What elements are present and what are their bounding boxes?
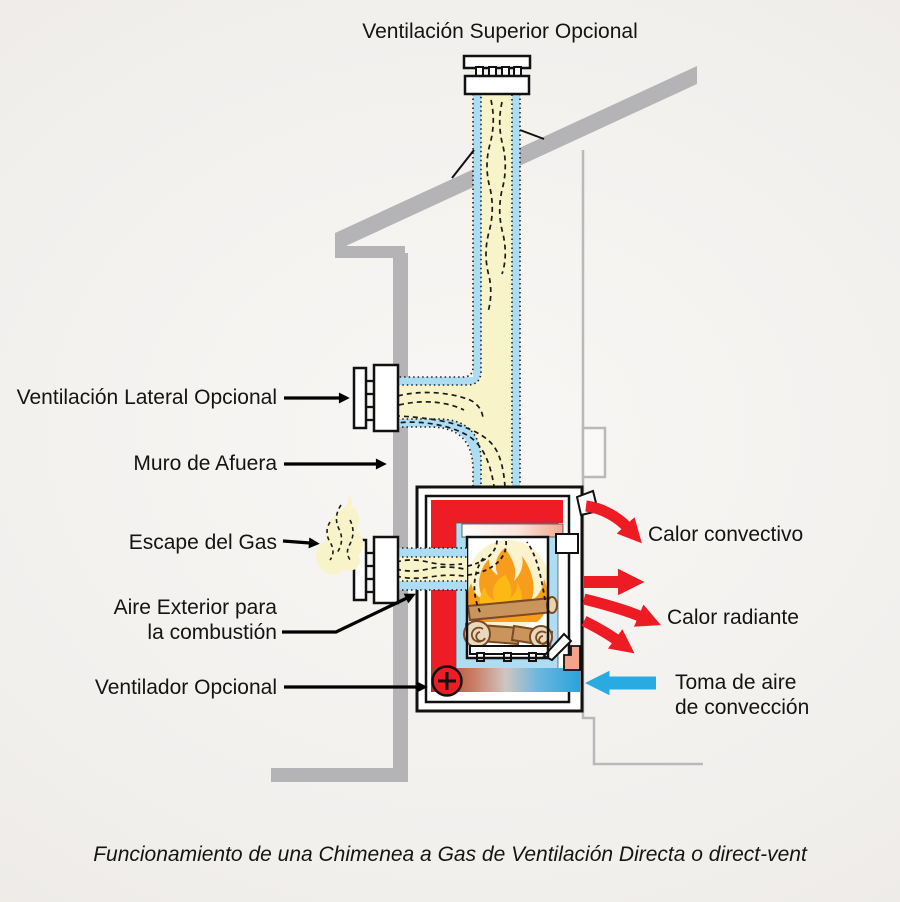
exhaust-jacket — [431, 500, 563, 668]
side-vent-cap-upper — [352, 363, 400, 433]
label-gas-exhaust: Escape del Gas — [128, 531, 277, 554]
top-vent-label: Ventilación Superior Opcional — [362, 20, 638, 43]
vent-pipe — [392, 93, 545, 538]
exhaust-flow-lines — [396, 99, 507, 535]
label-exterior-air-line2: la combustión — [147, 621, 277, 644]
fan-icon — [431, 665, 463, 697]
firebox-frame — [465, 535, 550, 660]
label-convection-intake-line1: Toma de aire — [675, 671, 797, 694]
side-vent-flow-lines — [395, 559, 465, 580]
logs — [463, 596, 558, 649]
fireplace — [415, 485, 600, 713]
label-convection-intake-line2: de convección — [675, 696, 810, 719]
pipe-exhaust-core — [392, 93, 513, 538]
leader-escape — [282, 537, 320, 549]
label-side-vent: Ventilación Lateral Opcional — [16, 386, 277, 409]
heat-arrows — [581, 500, 661, 654]
convective-heat-arrow — [585, 500, 642, 544]
wall-ledge — [581, 426, 607, 479]
convective-channel — [461, 523, 564, 538]
label-radiant-heat: Calor radiante — [667, 606, 799, 629]
label-exterior-air: Aire Exterior para la combustión — [114, 595, 277, 645]
label-optional-fan: Ventilador Opcional — [94, 676, 277, 699]
label-convective-heat: Calor convectivo — [648, 523, 804, 546]
intake-baffle — [563, 645, 581, 671]
pipe-outer-dotted-edges — [393, 94, 521, 537]
plume-flow-lines — [326, 504, 354, 563]
firebox-flow-lines — [467, 539, 546, 613]
label-exterior-air-line1: Aire Exterior para — [113, 596, 277, 619]
label-outside-wall: Muro de Afuera — [133, 452, 277, 475]
radiant-heat-arrow-2 — [582, 593, 661, 627]
leader-aire — [282, 593, 416, 634]
roof-flashing — [451, 129, 545, 179]
diagram-caption: Funcionamiento de una Chimenea a Gas de … — [93, 843, 807, 866]
side-vent-lower — [393, 547, 467, 591]
top-vent-cap — [462, 54, 532, 96]
exhaust-plume — [315, 494, 364, 575]
floor — [271, 768, 408, 782]
radiant-heat-arrow-3 — [581, 616, 635, 654]
roof-soffit — [335, 246, 405, 258]
leader-arrows — [282, 392, 428, 693]
label-convection-intake: Toma de aire de convección — [675, 670, 809, 720]
channel-notch — [555, 533, 579, 554]
